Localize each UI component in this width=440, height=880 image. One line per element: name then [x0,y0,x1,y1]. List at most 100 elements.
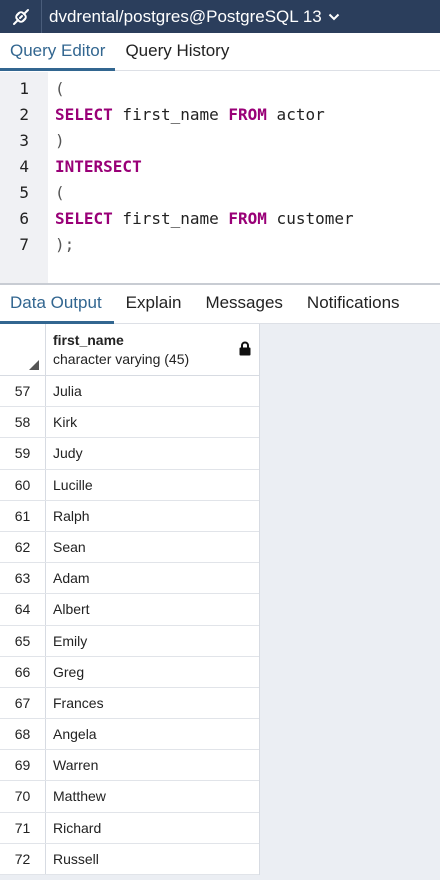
cell-first-name[interactable]: Sean [53,538,86,555]
row-number[interactable]: 58 [0,407,46,438]
table-row[interactable]: 72 Russell [0,843,259,875]
row-number[interactable]: 70 [0,781,46,812]
line-number: 6 [19,209,29,228]
result-grid-area: first_name character varying (45) 57 Juli… [0,324,440,880]
output-tabs: Data Output Explain Messages Notificatio… [0,285,440,324]
table-row[interactable]: 62 Sean [0,531,259,564]
code-line: 3 ) [0,128,440,154]
table-row[interactable]: 60 Lucille [0,469,259,501]
code-text: SELECT first_name FROM actor [55,102,325,128]
table-row[interactable]: 59 Judy [0,438,259,470]
table-row[interactable]: 71 Richard [0,812,259,844]
line-number: 1 [19,79,29,98]
tab-notifications[interactable]: Notifications [306,293,400,312]
tab-explain[interactable]: Explain [125,293,182,312]
connection-title: dvdrental/postgres@PostgreSQL 13 [49,6,322,26]
cell-first-name[interactable]: Julia [53,383,82,399]
cell-first-name[interactable]: Greg [53,663,85,680]
editor-tabs: Query Editor Query History [0,33,440,71]
sql-identifier: customer [266,209,354,228]
cell-first-name[interactable]: Kirk [53,414,78,431]
lock-icon [239,341,251,361]
table-row[interactable]: 67 Frances [0,687,259,720]
row-number[interactable]: 71 [0,812,46,843]
column-name: first_name [53,332,124,348]
table-row[interactable]: 61 Ralph [0,500,259,532]
table-row[interactable]: 63 Adam [0,563,259,595]
table-row[interactable]: 70 Matthew [0,781,259,813]
code-text: ) [55,131,65,150]
cell-first-name[interactable]: Russell [53,850,99,867]
chevron-down-icon [328,12,340,22]
cell-first-name[interactable]: Lucille [53,476,93,493]
line-number: 2 [19,105,29,124]
select-all-corner[interactable] [0,324,46,376]
row-number[interactable]: 72 [0,843,46,874]
row-number[interactable]: 69 [0,750,46,781]
panel-splitter[interactable] [0,283,440,285]
sql-keyword: INTERSECT [55,157,142,176]
sql-identifier: actor [266,105,325,124]
table-row[interactable]: 57 Julia [0,376,259,408]
cell-first-name[interactable]: Emily [53,632,88,649]
row-number[interactable]: 64 [0,594,46,625]
sql-identifier: first_name [112,105,229,124]
code-text: ); [55,235,75,254]
result-grid: first_name character varying (45) 57 Juli… [0,324,260,875]
sql-keyword: SELECT [55,105,113,124]
line-number: 7 [19,235,29,254]
cell-first-name[interactable]: Frances [53,694,104,711]
code-text: INTERSECT [55,154,142,180]
table-row[interactable]: 64 Albert [0,594,259,626]
line-number: 3 [19,131,29,150]
row-number[interactable]: 65 [0,625,46,656]
cell-first-name[interactable]: Warren [53,757,99,774]
code-line: 2 SELECT first_name FROM actor [0,102,440,128]
cell-first-name[interactable]: Ralph [53,507,90,524]
code-line: 5 ( [0,180,440,206]
line-number-gutter [0,72,48,284]
row-number[interactable]: 66 [0,656,46,687]
column-header-first-name[interactable]: first_name character varying (45) [46,324,259,375]
code-text: ( [55,183,65,202]
code-line: 6 SELECT first_name FROM customer [0,206,440,232]
grid-body: 57 Julia 58 Kirk 59 Judy 60 Lucille 61 Ralph 62 Sea… [0,376,259,875]
cell-first-name[interactable]: Matthew [53,788,106,805]
cell-first-name[interactable]: Angela [53,726,97,743]
tab-data-output[interactable]: Data Output [0,285,114,324]
sort-triangle-icon [29,360,39,370]
cell-first-name[interactable]: Albert [53,601,90,618]
connection-bar: dvdrental/postgres@PostgreSQL 13 [0,0,440,33]
tab-messages[interactable]: Messages [205,293,283,312]
row-number[interactable]: 68 [0,719,46,750]
line-number: 5 [19,183,29,202]
sql-editor[interactable]: 1 ( 2 SELECT first_name FROM actor 3 ) 4… [0,72,440,284]
row-number[interactable]: 59 [0,438,46,469]
cell-first-name[interactable]: Adam [53,570,90,587]
connection-icon[interactable] [0,0,42,33]
table-row[interactable]: 65 Emily [0,625,259,657]
row-number[interactable]: 67 [0,687,46,719]
row-number[interactable]: 61 [0,500,46,531]
grid-header: first_name character varying (45) [0,324,259,376]
tab-query-history[interactable]: Query History [125,41,230,60]
sql-keyword: SELECT [55,209,113,228]
column-type: character varying (45) [53,351,190,367]
code-line: 4 INTERSECT [0,154,440,180]
tab-query-editor[interactable]: Query Editor [0,33,116,71]
cell-first-name[interactable]: Richard [53,819,102,836]
row-number[interactable]: 57 [0,376,46,407]
connection-selector[interactable]: dvdrental/postgres@PostgreSQL 13 [42,7,340,27]
row-number[interactable]: 63 [0,563,46,594]
table-row[interactable]: 66 Greg [0,656,259,688]
table-row[interactable]: 69 Warren [0,750,259,782]
row-number[interactable]: 62 [0,531,46,563]
row-number[interactable]: 60 [0,469,46,500]
cell-first-name[interactable]: Judy [53,445,83,462]
code-line: 7 ); [0,232,440,258]
sql-identifier: first_name [112,209,229,228]
table-row[interactable]: 58 Kirk [0,407,259,439]
code-line: 1 ( [0,76,440,102]
code-text: ( [55,79,65,98]
table-row[interactable]: 68 Angela [0,719,259,751]
